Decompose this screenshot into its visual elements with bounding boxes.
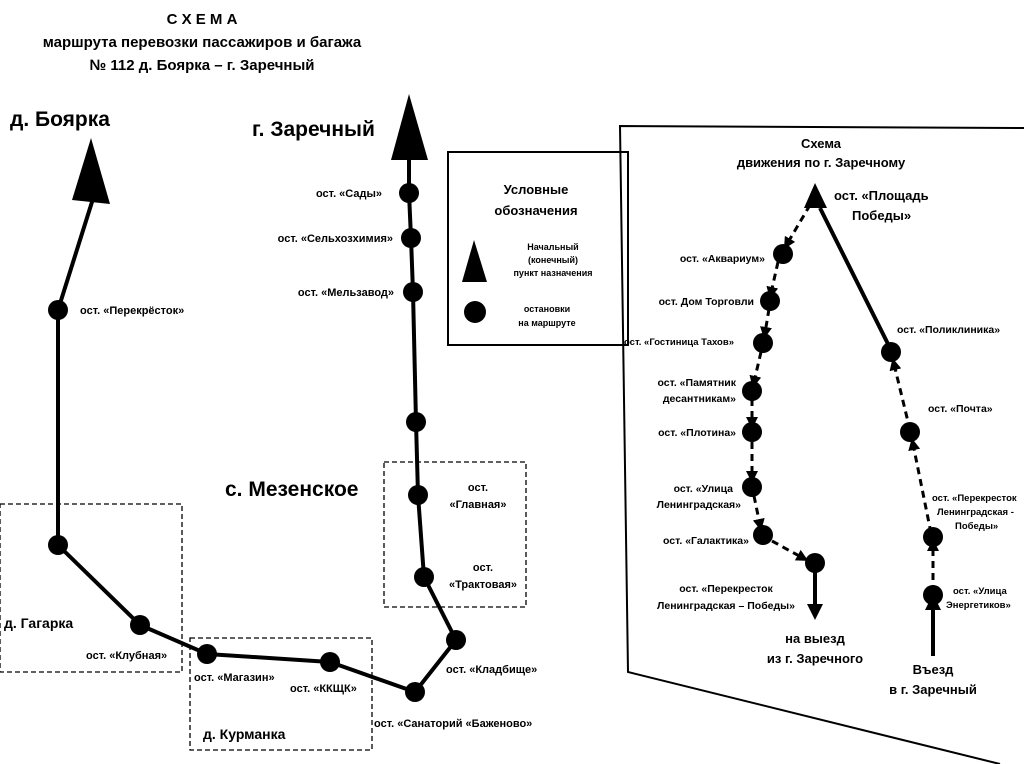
inset-label-exit-2: из г. Заречного [767,651,863,666]
stop-marker-perekrestok [48,300,68,320]
inset-label-exit-1: на выезд [785,631,845,646]
stop-marker-unnamed [406,412,426,432]
inset-stop-pamyatnik [742,381,762,401]
stop-marker-kladbishche [446,630,466,650]
inset-stop-plotina [742,422,762,442]
stop-label-melzavod: ост. «Мельзавод» [298,287,394,299]
inset-stop-dom-torgovli [760,291,780,311]
inset-left-seg-1 [783,204,812,250]
inset-stop-perekrestok-right [923,527,943,547]
inset-left-seg-8 [771,539,809,561]
stop-marker-klubnaya [130,615,150,635]
inset-stop-perekrestok-left [805,553,825,573]
inset-label-energetikov-2: Энергетиков» [946,600,1011,611]
settlement-kurmanka: д. Курманка [203,726,286,742]
inset-label-poliklinika: ост. «Поликлиника» [897,324,1000,336]
legend-terminal-1: Начальный [527,242,578,252]
title-line-3: № 112 д. Боярка – г. Заречный [89,57,314,74]
stop-label-traktovaya-1: ост. [473,562,493,574]
stop-label-traktovaya-2: «Трактовая» [449,579,517,591]
stop-marker-selhozhimiya [401,228,421,248]
gagarka-area-box [0,503,183,673]
legend-stops-1: остановки [524,304,570,314]
inset-label-entry-2: в г. Заречный [889,682,977,697]
legend-terminal-3: пункт назначения [514,268,593,278]
legend-stop-icon [464,301,486,323]
stop-marker-melzavod [403,282,423,302]
inset-label-perekrestok-right-2: Ленинградская - [937,507,1014,518]
inset-stop-akvarium [773,244,793,264]
inset-heading-2: движения по г. Заречному [737,155,906,170]
inset-label-pochta: ост. «Почта» [928,403,993,415]
inset-stop-pochta [900,422,920,442]
stop-label-sady: ост. «Сады» [316,188,382,200]
inset-label-plotina: ост. «Плотина» [658,427,736,439]
inset-left-seg-3 [760,308,772,339]
legend-heading-2: обозначения [494,203,577,218]
stop-label-selhozhimiya: ост. «Сельхозхимия» [278,233,393,245]
legend-heading-1: Условные [504,182,569,197]
inset-stop-energetikov [923,585,943,605]
inset-label-pamyatnik-2: десантникам» [663,393,736,405]
stop-marker-sanatoriy [405,682,425,702]
inset-right-seg-3 [889,358,912,431]
inset-label-entry-1: Въезд [913,662,955,677]
stop-marker-magazin [197,644,217,664]
inset-right-seg-4 [818,207,893,351]
inset-label-ploshchad-1: ост. «Площадь [834,188,929,203]
inset-label-perekrestok-right-3: Победы» [955,521,998,532]
terminal-triangle-zarechny [391,94,428,160]
legend-box [447,151,629,346]
stop-label-glavnaya-2: «Главная» [450,499,507,511]
terminal-triangle-boyarka [72,138,110,204]
endpoint-zarechny: г. Заречный [252,118,375,141]
stop-label-kladbishche: ост. «Кладбище» [446,664,537,676]
stop-marker-sady [399,183,419,203]
stop-marker-gagarka [48,535,68,555]
inset-stop-poliklinika [881,342,901,362]
inset-heading-1: Схема [801,136,842,151]
stop-label-kkshk: ост. «ККЩК» [290,683,357,695]
settlement-gagarka: д. Гагарка [4,615,73,631]
legend-stops-2: на маршруте [518,318,575,328]
stop-marker-glavnaya [408,485,428,505]
inset-label-galaktika: ост. «Галактика» [663,535,749,547]
inset-label-perekrestok-right-1: ост. «Перекресток [932,493,1017,504]
inset-left-seg-4 [749,351,763,388]
route-line [56,148,458,694]
inset-label-akvarium: ост. «Аквариум» [680,253,765,265]
stop-marker-kkshk [320,652,340,672]
settlement-mezenskoe: с. Мезенское [225,478,358,501]
inset-label-ploshchad-2: Победы» [852,208,911,223]
inset-left-seg-2 [766,261,780,299]
inset-label-pamyatnik-1: ост. «Памятник [658,377,737,389]
stop-label-glavnaya-1: ост. [468,482,488,494]
inset-stop-leningradskaya [742,477,762,497]
legend-triangle-icon [462,240,487,282]
stop-label-sanatoriy: ост. «Санаторий «Баженово» [374,718,532,730]
inset-label-perekrestok-left-1: ост. «Перекресток [679,583,773,595]
inset-frame [618,124,1024,764]
inset-label-gostinitsa: ост. «Гостиница Тахов» [624,337,734,348]
stop-label-klubnaya: ост. «Клубная» [86,650,167,662]
title-line-2: маршрута перевозки пассажиров и багажа [43,34,362,51]
inset-stop-gostinitsa [753,333,773,353]
stop-marker-traktovaya [414,567,434,587]
inset-label-dom-torgovli: ост. Дом Торговли [659,296,754,308]
inset-label-leningradskaya-1: ост. «Улица [674,483,734,495]
inset-label-perekrestok-left-2: Ленинградская – Победы» [657,600,795,612]
inset-label-energetikov-1: ост. «Улица [953,586,1007,597]
stop-label-perekrestok: ост. «Перекрёсток» [80,305,184,317]
inset-right-seg-2 [908,438,933,534]
endpoint-boyarka: д. Боярка [10,108,110,131]
inset-terminal-triangle [804,183,827,208]
legend-terminal-2: (конечный) [528,255,578,265]
title-line-1: С Х Е М А [167,11,238,28]
stop-label-magazin: ост. «Магазин» [194,672,275,684]
inset-left-seg-7 [752,495,765,531]
inset-stop-galaktika [753,525,773,545]
kurmanka-area-box [189,637,373,751]
inset-label-leningradskaya-2: Ленинградская» [657,499,742,511]
